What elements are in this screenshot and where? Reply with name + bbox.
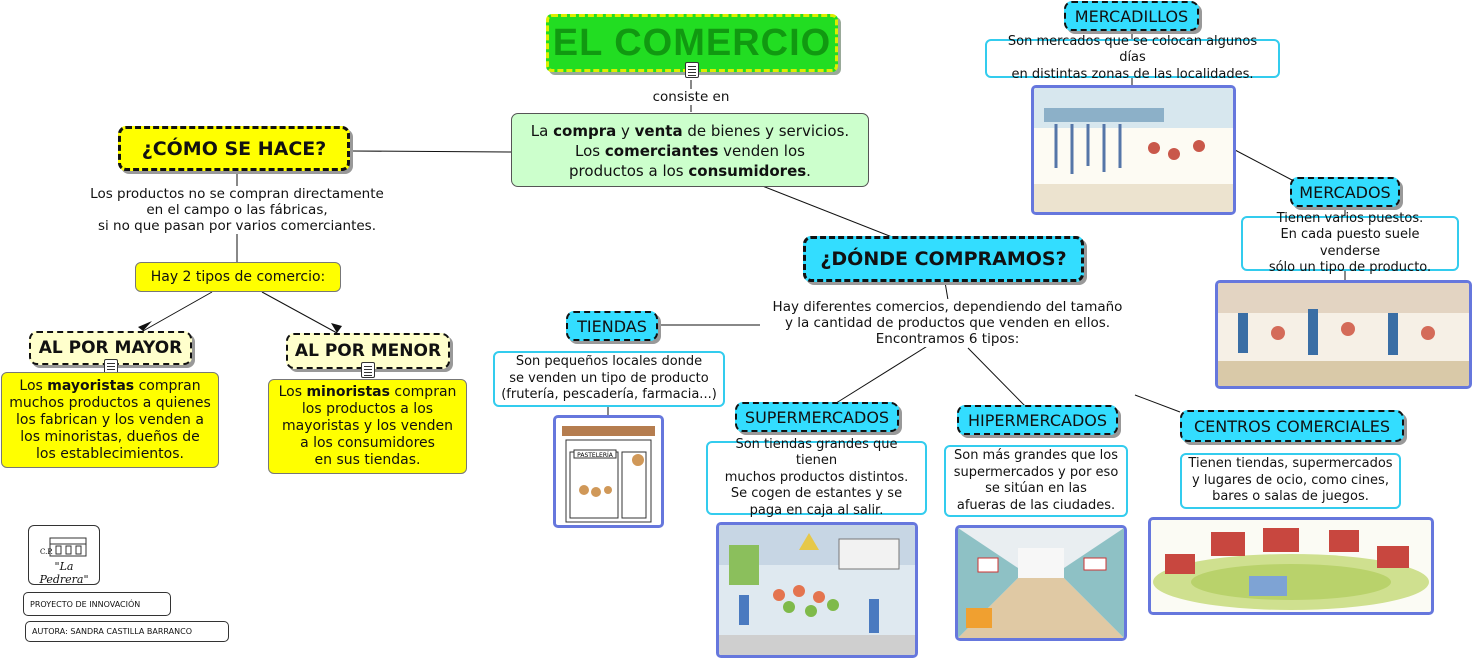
mercados-node: MERCADOS <box>1290 177 1400 207</box>
page-title: EL COMERCIO <box>552 21 832 64</box>
minoristas-box: Los minoristas compran los productos a l… <box>268 379 467 474</box>
definition-line-3: productos a los consumidores. <box>569 162 811 180</box>
centros-illustration <box>1148 517 1434 615</box>
hipermercados-node: HIPERMERCADOS <box>957 405 1118 435</box>
definition-line-2: Los comerciantes venden los <box>575 142 805 160</box>
mayoristas-box: Los mayoristas compran muchos productos … <box>1 372 219 468</box>
school-name: "La Pedrera" <box>39 560 89 586</box>
mercadillos-node: MERCADILLOS <box>1064 1 1199 31</box>
tipos-comercio-box: Hay 2 tipos de comercio: <box>135 262 341 292</box>
hipermercados-illustration <box>955 525 1127 641</box>
donde-caption: Hay diferentes comercios, dependiendo de… <box>760 299 1135 347</box>
school-logo: C.P. "La Pedrera" <box>28 525 100 586</box>
note-icon[interactable] <box>685 62 699 78</box>
note-icon[interactable] <box>361 362 375 378</box>
autora-label: AUTORA: SANDRA CASTILLA BARRANCO <box>25 621 229 642</box>
donde-compramos-node: ¿DÓNDE COMPRAMOS? <box>803 236 1084 282</box>
consiste-label: consiste en <box>645 89 737 105</box>
svg-text:C.P.: C.P. <box>40 548 53 556</box>
definition-box: La compra y venta de bienes y servicios.… <box>511 113 869 187</box>
como-caption: Los productos no se compran directamente… <box>72 186 402 234</box>
mercadillos-desc: Son mercados que se colocan algunos días… <box>985 34 1280 82</box>
como-se-hace-title: ¿CÓMO SE HACE? <box>141 137 327 160</box>
proyecto-label: PROYECTO DE INNOVACIÓN <box>23 592 171 616</box>
como-se-hace-node: ¿CÓMO SE HACE? <box>118 126 350 171</box>
pasteleria-sign: PASTELERÍA <box>577 452 614 459</box>
centros-comerciales-node: CENTROS COMERCIALES <box>1180 410 1404 442</box>
school-building-icon: C.P. <box>40 537 87 557</box>
tiendas-node: TIENDAS <box>566 311 658 341</box>
tiendas-illustration: PASTELERÍA <box>553 415 664 528</box>
definition-line-1: La compra y venta de bienes y servicios. <box>530 122 850 140</box>
mercados-desc: Tienen varios puestos.En cada puesto sue… <box>1241 211 1459 275</box>
mercados-illustration <box>1215 280 1472 389</box>
supermercados-node: SUPERMERCADOS <box>735 402 899 432</box>
supermercados-illustration <box>716 522 918 658</box>
mercadillos-illustration <box>1031 85 1236 215</box>
